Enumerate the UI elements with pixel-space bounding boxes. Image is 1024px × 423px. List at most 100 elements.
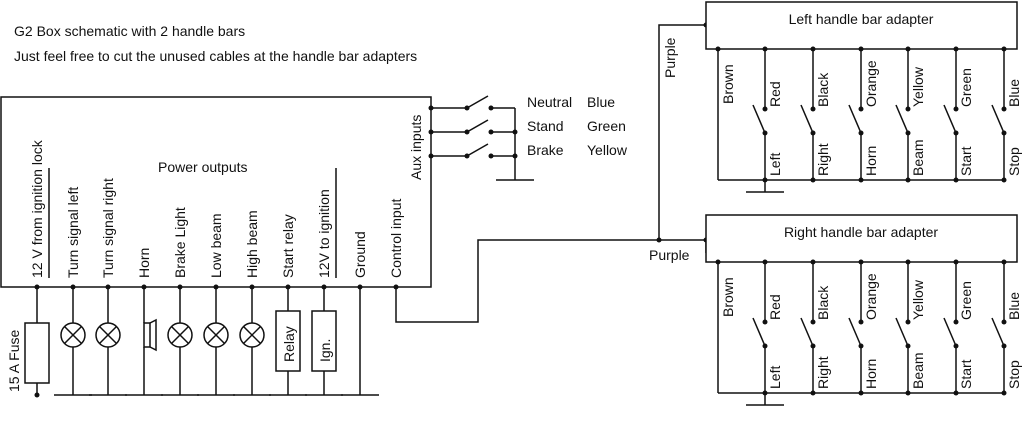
pin-label-group: 12 V from ignition lock — [29, 139, 45, 278]
power-outputs-label: Power outputs — [158, 159, 248, 175]
wire-color-label: Brown — [720, 277, 736, 317]
relay-label: Relay — [281, 326, 297, 362]
pin-label: Ground — [352, 231, 368, 278]
switch-node — [810, 319, 816, 325]
pin-label-group: Low beam — [208, 213, 224, 278]
pin-label: 12V to ignition — [316, 189, 332, 278]
wire-color-label: Orange — [863, 273, 879, 320]
junction-node — [656, 237, 662, 243]
switch-label: Horn — [863, 146, 879, 176]
lamp-cross — [170, 325, 190, 345]
pin-label: Turn signal right — [100, 178, 116, 278]
pin-label-group: Start relay — [280, 214, 296, 278]
pin-label-group: Turn signal right — [100, 178, 116, 278]
lamp-cross — [206, 325, 226, 345]
pin-label-group: Ground — [352, 231, 368, 278]
switch-node — [762, 106, 768, 112]
switch-lever — [466, 143, 489, 157]
switch-lever — [752, 317, 766, 347]
pin-label-group: Control input — [388, 199, 404, 278]
adapter-title: Right handle bar adapter — [784, 224, 938, 240]
switch-node — [858, 319, 864, 325]
pin-label: Turn signal left — [65, 187, 81, 278]
wire-color-label-group: Red — [767, 81, 783, 107]
lamp-cross — [63, 325, 83, 345]
wire-color-label: Yellow — [910, 279, 926, 320]
aux-name: Neutral — [527, 94, 572, 110]
subtitle: Just feel free to cut the unused cables … — [14, 48, 417, 64]
switch-label-group: Left — [767, 153, 783, 176]
adapter-box — [705, 214, 1018, 263]
pin-label: High beam — [244, 210, 260, 278]
relay-label-group: Relay — [281, 326, 297, 362]
switch-lever — [895, 317, 909, 347]
wire-color-label-group: Brown — [720, 277, 736, 317]
wire-color-label-group: Orange — [863, 60, 879, 107]
g2-box — [0, 96, 432, 288]
switch-node — [905, 106, 911, 112]
wire-color-label: Brown — [720, 64, 736, 104]
switch-lever — [800, 317, 814, 347]
switch-label-group: Start — [958, 146, 974, 176]
switch-node — [1001, 319, 1007, 325]
switch-label-group: Left — [767, 366, 783, 389]
fuse-symbol — [24, 322, 50, 384]
ignition-label-group: Ign. — [317, 339, 333, 362]
fuse-label-group: 15 A Fuse — [6, 330, 22, 392]
purple-wire-left — [658, 24, 706, 240]
aux-name: Stand — [527, 118, 564, 134]
switch-label: Start — [958, 146, 974, 176]
adapter-title: Left handle bar adapter — [789, 11, 934, 27]
pin-label-group: Brake Light — [172, 207, 188, 278]
switch-label-group: Right — [815, 356, 831, 389]
switch-node — [762, 319, 768, 325]
title: G2 Box schematic with 2 handle bars — [14, 23, 245, 39]
purple-label-right: Purple — [649, 247, 690, 263]
switch-lever — [991, 104, 1005, 134]
pin-label-group: High beam — [244, 210, 260, 278]
switch-label-group: Beam — [910, 139, 926, 176]
wire-color-label-group: Green — [958, 281, 974, 320]
control-input-node — [393, 284, 399, 290]
pin-label: Low beam — [208, 213, 224, 278]
switch-node — [810, 106, 816, 112]
aux-color: Blue — [587, 94, 615, 110]
wire-color-label: Blue — [1006, 79, 1022, 107]
switch-node — [858, 106, 864, 112]
pin-label-group: Turn signal left — [65, 187, 81, 278]
wire-color-label: Red — [767, 294, 783, 320]
switch-label: Left — [767, 153, 783, 176]
horn-icon — [143, 322, 151, 348]
wire-color-label: Red — [767, 81, 783, 107]
switch-label: Beam — [910, 139, 926, 176]
switch-label: Stop — [1006, 360, 1022, 389]
switch-lever — [943, 317, 957, 347]
ignition-label: Ign. — [317, 339, 333, 362]
pin-label: Brake Light — [172, 207, 188, 278]
adapter-box — [705, 1, 1018, 50]
pin-label-group: Horn — [136, 248, 152, 278]
wire-color-label-group: Green — [958, 68, 974, 107]
switch-label-group: Start — [958, 359, 974, 389]
wire-color-label: Green — [958, 68, 974, 107]
wire-color-label-group: Brown — [720, 64, 736, 104]
switch-label-group: Beam — [910, 352, 926, 389]
aux-name: Brake — [527, 142, 564, 158]
wire-color-label: Blue — [1006, 292, 1022, 320]
switch-label: Right — [815, 356, 831, 389]
wire-color-label: Green — [958, 281, 974, 320]
wire-color-label: Black — [815, 285, 831, 320]
switch-label: Start — [958, 359, 974, 389]
switch-lever — [848, 104, 862, 134]
wire-color-label-group: Black — [815, 72, 831, 107]
switch-lever — [752, 104, 766, 134]
switch-label: Right — [815, 143, 831, 176]
switch-node — [905, 319, 911, 325]
switch-lever — [895, 104, 909, 134]
wire-color-label-group: Blue — [1006, 79, 1022, 107]
wire-color-label-group: Blue — [1006, 292, 1022, 320]
ignition-symbol — [311, 310, 337, 372]
